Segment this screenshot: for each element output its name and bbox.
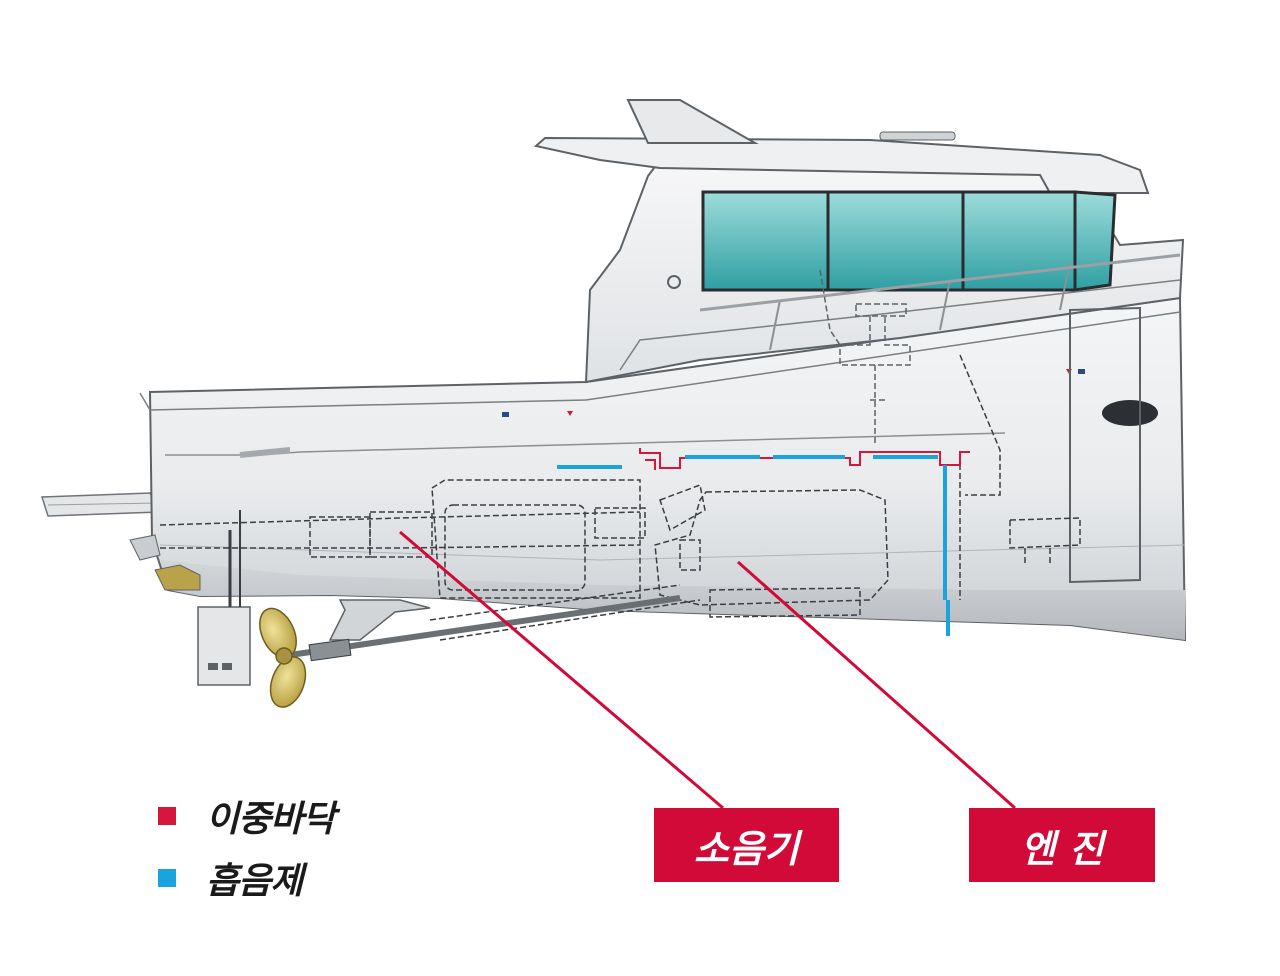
legend-swatch-red <box>158 807 176 825</box>
internal-machinery <box>159 354 1081 641</box>
legend-label-double-bottom: 이중바닥 <box>206 799 335 840</box>
double-bottom-floor <box>639 448 970 470</box>
propeller <box>259 607 307 708</box>
legend-label-sound-absorber: 흡음제 <box>206 861 303 902</box>
sound-absorber-insulation <box>557 455 950 636</box>
muffler-leader-line <box>399 530 724 810</box>
swim-platform <box>40 492 162 517</box>
rudder <box>197 510 251 686</box>
callout-muffler: 소음기 <box>654 808 839 882</box>
legend-swatch-blue <box>158 869 176 887</box>
leader-lines <box>399 530 1016 810</box>
callout-engine: 엔 진 <box>969 808 1155 882</box>
legend-item-double-bottom: 이중바닥 <box>158 790 335 842</box>
drivetrain <box>129 510 681 708</box>
cabin-windows <box>701 190 1117 292</box>
legend-item-sound-absorber: 흡음제 <box>158 852 303 904</box>
engine-leader-line <box>737 560 1016 810</box>
helm-seat <box>819 269 911 445</box>
wheelhouse <box>533 99 1185 584</box>
